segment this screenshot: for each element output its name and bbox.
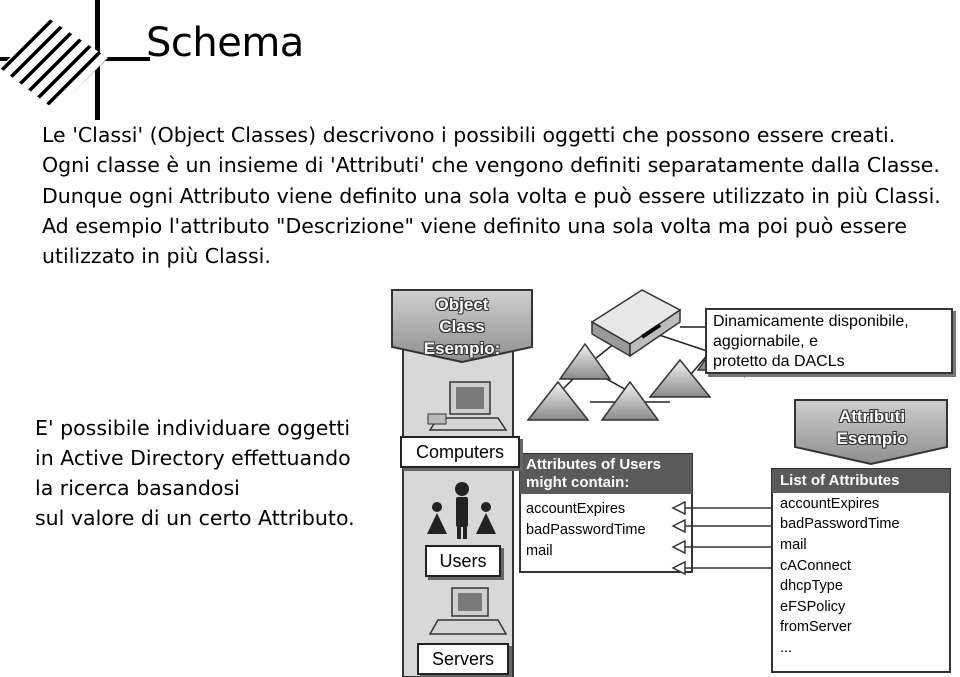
users-attributes-header-line: might contain: xyxy=(526,474,630,491)
callout-line: aggiornabile, e xyxy=(713,333,818,350)
callout-box: Dinamicamente disponibile, aggiornabile,… xyxy=(705,308,953,374)
attribute-arrows xyxy=(671,500,772,576)
attribute-list-item: mail xyxy=(780,537,807,553)
users-attribute-item: accountExpires xyxy=(526,501,626,517)
computer-icon xyxy=(427,381,508,431)
callout-line: Dinamicamente disponibile, xyxy=(713,313,909,330)
users-attributes-header-line: Attributes of Users xyxy=(526,456,662,473)
users-attribute-item: badPasswordTime xyxy=(526,522,646,538)
attribute-list-item: eFSPolicy xyxy=(780,599,846,615)
callout-line: protetto da DACLs xyxy=(713,353,845,370)
slide-logo xyxy=(0,0,150,120)
object-class-banner: Object Class Esempio: xyxy=(402,294,522,360)
intro-paragraph: Le 'Classi' (Object Classes) descrivono … xyxy=(42,120,947,271)
servers-label: Servers xyxy=(417,643,509,675)
side-note: E' possibile individuare oggetti in Acti… xyxy=(35,413,395,533)
object-class-line: Object xyxy=(435,295,489,314)
object-class-line: Esempio: xyxy=(423,339,501,358)
attribute-list-item: cAConnect xyxy=(780,558,851,574)
intro-text: Le 'Classi' (Object Classes) descrivono … xyxy=(42,123,941,269)
schema-diagram: Object Class Esempio: Attributi Esempio … xyxy=(380,282,960,677)
server-icon xyxy=(428,587,508,635)
attribute-list-item: ... xyxy=(780,640,793,656)
attribute-list-item: dhcpType xyxy=(780,578,843,594)
attribute-list-item: fromServer xyxy=(780,619,852,635)
attributi-banner: Attributi Esempio xyxy=(800,406,944,450)
attribute-list-item: accountExpires xyxy=(780,496,880,512)
users-attribute-item: mail xyxy=(526,543,553,559)
side-note-line: in Active Directory effettuando xyxy=(35,446,351,470)
users-label: Users xyxy=(425,545,501,577)
list-of-attributes-header: List of Attributes xyxy=(780,472,900,489)
side-note-line: la ricerca basandosi xyxy=(35,476,240,500)
attribute-list-item: badPasswordTime xyxy=(780,516,900,532)
attributi-line: Esempio xyxy=(836,429,908,448)
attributi-line: Attributi xyxy=(838,407,906,426)
computers-label: Computers xyxy=(400,436,520,468)
object-class-line: Class xyxy=(439,317,485,336)
slide-title: Schema xyxy=(146,20,304,66)
side-note-line: E' possibile individuare oggetti xyxy=(35,416,351,440)
users-attributes-header: Attributes of Users might contain: xyxy=(526,456,661,492)
side-note-line: sul valore di un certo Attributo. xyxy=(35,506,355,530)
directory-server-icon xyxy=(590,289,682,358)
users-icon xyxy=(427,482,496,539)
